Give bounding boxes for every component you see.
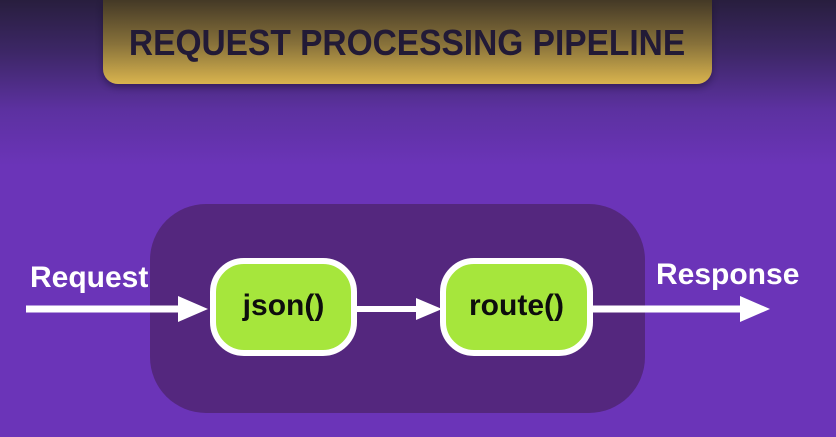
response-arrow-icon (592, 296, 770, 322)
json-to-route-arrow-icon (356, 298, 442, 320)
request-label: Request (30, 261, 149, 294)
stage-route-label: route() (469, 289, 564, 322)
request-arrow-icon (26, 296, 208, 322)
stage-json-label: json() (242, 289, 325, 322)
page-title: REQUEST PROCESSING PIPELINE (129, 22, 686, 63)
stage-route: route() (440, 258, 593, 356)
response-label: Response (656, 258, 800, 291)
title-banner: REQUEST PROCESSING PIPELINE (103, 0, 712, 84)
stage-json: json() (210, 258, 357, 356)
